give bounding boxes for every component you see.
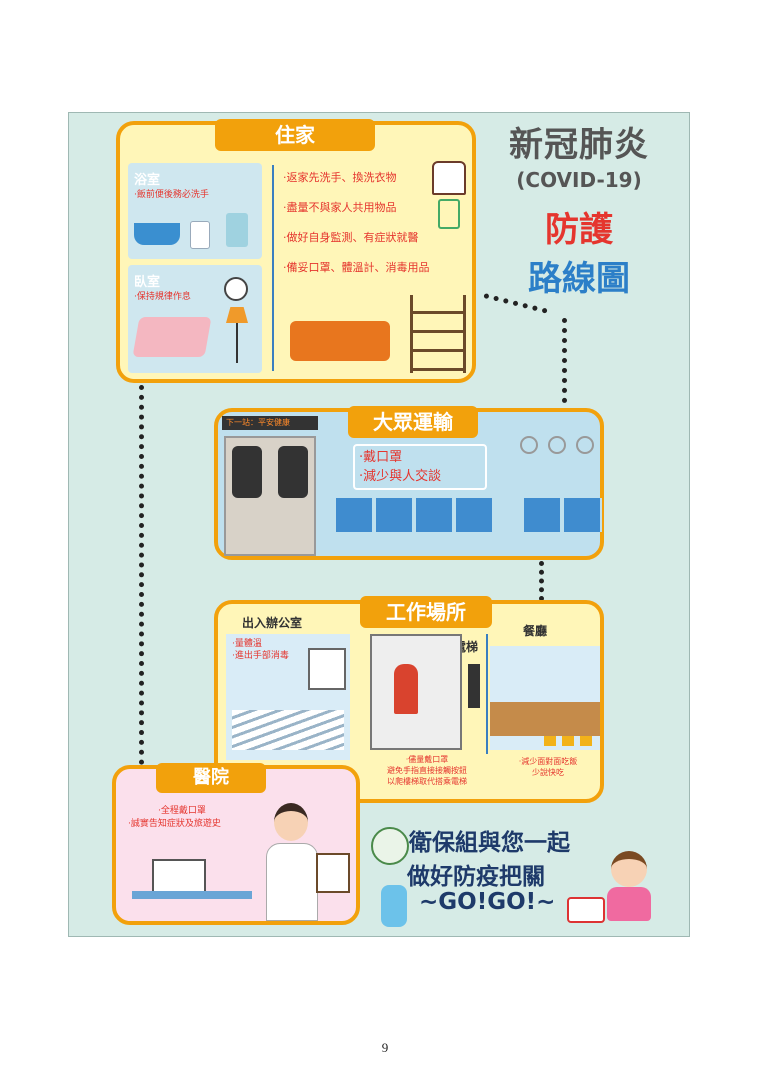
home-tip-2: ‧盡量不與家人共用物品 xyxy=(283,201,397,214)
home-tab: 住家 xyxy=(215,119,375,151)
desks-icon xyxy=(232,710,344,750)
route-line-left xyxy=(139,385,144,765)
poster-title: 新冠肺炎 (COVID-19) 防護 路線圖 xyxy=(469,113,689,299)
computer-icon xyxy=(152,859,206,895)
door-window-right xyxy=(278,446,308,498)
home-tip-1: ‧返家先洗手、換洗衣物 xyxy=(283,171,397,184)
handle-icon xyxy=(576,436,594,454)
seats-row-1 xyxy=(336,498,496,532)
clipboard-icon xyxy=(316,853,350,893)
bathroom-tip: ‧飯前便後務必洗手 xyxy=(134,190,209,200)
dining-tips: ‧減少面對面吃飯 少說快吃 xyxy=(496,756,600,778)
slogan-area: 衛保組與您一起 做好防疫把關 ~GO!GO!~ xyxy=(369,813,669,931)
bedroom-title: 臥室 xyxy=(134,275,161,290)
route-line-mid xyxy=(539,561,544,601)
transit-sign: 下一站：平安健康 xyxy=(222,416,318,430)
seats-row-2 xyxy=(524,498,602,532)
poster: 新冠肺炎 (COVID-19) 防護 路線圖 住家 浴室 ‧飯前便後務必洗手 臥… xyxy=(68,112,690,937)
dining-tip-2: 少說快吃 xyxy=(532,768,564,777)
elevator-tip-2: 避免手指直接接觸按鈕 xyxy=(387,766,467,775)
elevator-tips: ‧儘量戴口罩 避免手指直接接觸按鈕 以爬樓梯取代搭乘電梯 xyxy=(364,754,490,787)
transit-tip-2: ‧減少與人交談 xyxy=(359,469,442,484)
medical-kit-icon xyxy=(567,897,605,923)
lamp-icon xyxy=(226,307,248,323)
sink-icon xyxy=(226,213,248,247)
toilet-icon xyxy=(190,221,210,249)
office-tip-2: ‧進出手部消毒 xyxy=(232,651,289,661)
hospital-tip-2: ‧誠實告知症狀及旅遊史 xyxy=(128,819,221,829)
title-line1: 防護 xyxy=(545,210,613,250)
handle-icons xyxy=(514,416,604,456)
transit-tab: 大眾運輸 xyxy=(348,406,478,438)
desk-icon xyxy=(132,891,252,899)
elevator-buttons-icon xyxy=(468,664,480,708)
chart-board-icon xyxy=(308,648,346,690)
transit-box: 下一站：平安健康 大眾運輸 ‧戴口罩 ‧減少與人交談 xyxy=(214,406,604,560)
nurse-icon xyxy=(601,851,657,925)
office-title: 出入辦公室 xyxy=(242,616,303,630)
sanitizer-icon xyxy=(381,885,407,927)
transit-tip-1: ‧戴口罩 xyxy=(359,450,403,465)
toothbrush-icon xyxy=(438,199,460,229)
emblem-icon xyxy=(371,827,409,865)
nurse-body xyxy=(607,887,651,921)
person-icon xyxy=(394,664,418,714)
hospital-tips: ‧全程戴口罩 ‧誠實告知症狀及旅遊史 xyxy=(128,805,258,831)
bedroom-panel: 臥室 ‧保持規律作息 xyxy=(128,265,262,373)
title-line2: 路線圖 xyxy=(528,259,630,299)
home-box: 住家 浴室 ‧飯前便後務必洗手 臥室 ‧保持規律作息 ‧返家先洗手、換洗衣物 ‧… xyxy=(116,119,476,383)
bed-icon xyxy=(132,317,212,357)
title-main: 新冠肺炎 xyxy=(509,125,649,165)
work-divider xyxy=(486,634,488,754)
dining-tip-1: ‧減少面對面吃飯 xyxy=(518,757,578,766)
slogan-line1: 衛保組與您一起 xyxy=(409,830,570,856)
title-covid: (COVID-19) xyxy=(516,168,642,192)
dining-panel xyxy=(490,646,600,750)
bathroom-panel: 浴室 ‧飯前便後務必洗手 xyxy=(128,163,262,259)
bathtub-icon xyxy=(134,223,180,245)
elevator-panel xyxy=(370,634,462,750)
train-door xyxy=(224,436,316,556)
home-divider xyxy=(272,165,274,371)
elevator-tip-3: 以爬樓梯取代搭乘電梯 xyxy=(387,777,467,786)
lamp-stand xyxy=(236,323,238,363)
transit-tips: ‧戴口罩 ‧減少與人交談 xyxy=(353,444,487,490)
slogan-line3: ~GO!GO!~ xyxy=(419,889,556,915)
handle-icon xyxy=(520,436,538,454)
workplace-tab: 工作場所 xyxy=(360,596,492,628)
bedroom-tip: ‧保持規律作息 xyxy=(134,292,191,302)
doctor-head xyxy=(274,803,308,841)
clock-icon xyxy=(224,277,248,301)
dining-title: 餐廳 xyxy=(523,624,548,638)
workplace-box: 工作場所 出入辦公室 ‧量體溫 ‧進出手部消毒 電梯 ‧儘量戴口罩 避免手指直接… xyxy=(214,596,604,803)
shelf-icon xyxy=(410,295,466,373)
bathroom-title: 浴室 xyxy=(134,173,161,188)
slogan-line2: 做好防疫把關 xyxy=(407,864,545,890)
route-line-right xyxy=(562,318,567,403)
office-panel: ‧量體溫 ‧進出手部消毒 xyxy=(226,634,350,760)
door-window-left xyxy=(232,446,262,498)
stools-icon xyxy=(544,736,596,746)
elevator-tip-1: ‧儘量戴口罩 xyxy=(405,755,449,764)
nurse-head xyxy=(611,851,647,887)
doctor-icon xyxy=(266,803,318,921)
office-tip-1: ‧量體溫 xyxy=(232,639,262,649)
sofa-icon xyxy=(290,321,390,361)
hospital-tab: 醫院 xyxy=(156,763,266,793)
hospital-box: 醫院 ‧全程戴口罩 ‧誠實告知症狀及旅遊史 xyxy=(112,763,360,925)
hospital-tip-1: ‧全程戴口罩 xyxy=(158,806,206,816)
handle-icon xyxy=(548,436,566,454)
counter-icon xyxy=(490,702,600,736)
coat-icon xyxy=(432,161,466,195)
home-tip-3: ‧做好自身監測、有症狀就醫 xyxy=(283,231,419,244)
doctor-coat xyxy=(266,843,318,921)
page-number: 9 xyxy=(381,1040,389,1055)
home-tip-4: ‧備妥口罩、體溫計、消毒用品 xyxy=(283,261,430,274)
home-tips: ‧返家先洗手、換洗衣物 ‧盡量不與家人共用物品 ‧做好自身監測、有症狀就醫 ‧備… xyxy=(283,169,443,289)
